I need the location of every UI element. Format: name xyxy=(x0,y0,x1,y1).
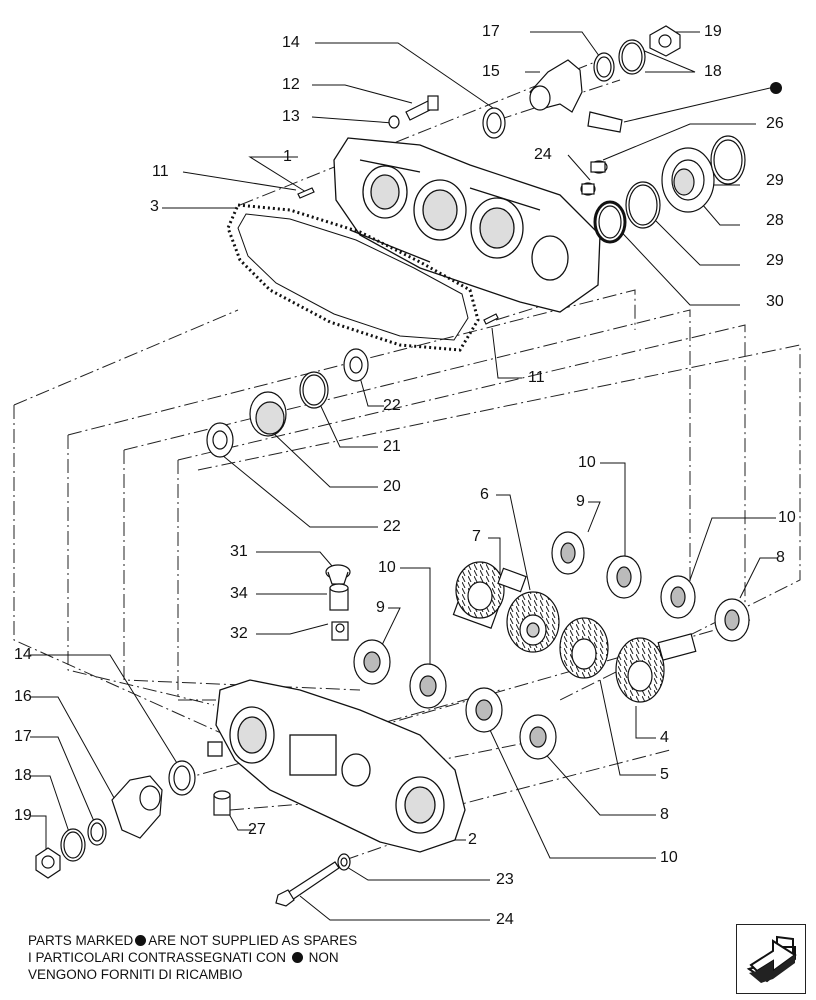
note-line1-end: ARE NOT SUPPLIED AS SPARES xyxy=(148,933,358,948)
spares-note: PARTS MARKED ARE NOT SUPPLIED AS SPARES I… xyxy=(28,932,357,983)
note-line2-start: I PARTICOLARI CONTRASSEGNATI CON xyxy=(28,950,287,965)
note-line2-end: NON xyxy=(308,950,339,965)
callout-29-bottom: 29 xyxy=(766,252,784,269)
callout-2: 2 xyxy=(468,831,477,848)
lower-housing xyxy=(207,679,466,853)
seals-and-rings xyxy=(35,25,746,907)
note-line3: VENGONO FORNITI DI RICAMBIO xyxy=(28,967,243,982)
callout-11-top: 11 xyxy=(152,163,169,180)
callout-9-upper: 9 xyxy=(576,493,585,510)
callout-6: 6 xyxy=(480,486,489,503)
callout-22-top: 22 xyxy=(383,397,401,414)
callout-5: 5 xyxy=(660,766,669,783)
callout-10-mid: 10 xyxy=(378,559,396,576)
filled-dot-icon xyxy=(135,935,147,946)
callout-9-lower: 9 xyxy=(376,599,385,616)
callout-13: 13 xyxy=(282,108,300,125)
leader-lines xyxy=(30,31,778,921)
next-page-button[interactable] xyxy=(736,924,806,994)
callout-27: 27 xyxy=(248,821,266,838)
callout-1: 1 xyxy=(283,148,292,165)
gasket xyxy=(226,203,480,352)
callout-18-top: 18 xyxy=(704,63,722,80)
callout-23: 23 xyxy=(496,871,514,888)
callout-20: 20 xyxy=(383,478,401,495)
filled-dot-icon xyxy=(291,952,303,963)
callout-14-top: 14 xyxy=(282,34,300,51)
callout-28: 28 xyxy=(766,212,784,229)
callout-29-top: 29 xyxy=(766,172,784,189)
callout-11-mid: 11 xyxy=(528,369,545,386)
callout-30: 30 xyxy=(766,293,784,310)
note-line1-start: PARTS MARKED xyxy=(28,933,134,948)
callout-24-bottom: 24 xyxy=(496,911,514,928)
callout-8-top: 8 xyxy=(776,549,785,566)
callout-10-right: 10 xyxy=(778,509,796,526)
upper-housing xyxy=(333,137,601,313)
callout-7: 7 xyxy=(472,528,481,545)
callout-31: 31 xyxy=(230,543,248,560)
gears xyxy=(452,561,697,703)
callout-3: 3 xyxy=(150,198,159,215)
callout-15: 15 xyxy=(482,63,500,80)
callout-17-left: 17 xyxy=(14,728,32,745)
next-page-arrow-icon xyxy=(746,935,797,983)
callout-10-bottom: 10 xyxy=(660,849,678,866)
callout-22-bottom: 22 xyxy=(383,518,401,535)
callout-21: 21 xyxy=(383,438,401,455)
callout-26: 26 xyxy=(766,115,784,132)
callout-8-bottom: 8 xyxy=(660,806,669,823)
bearings xyxy=(353,531,750,760)
callout-24-top: 24 xyxy=(534,146,552,163)
callout-16: 16 xyxy=(14,688,32,705)
callout-32: 32 xyxy=(230,625,248,642)
callout-12: 12 xyxy=(282,76,300,93)
filled-dot-icon xyxy=(770,82,782,94)
callout-19-left: 19 xyxy=(14,807,32,824)
callout-34: 34 xyxy=(230,585,248,602)
callout-17-top: 17 xyxy=(482,23,500,40)
callout-14-left: 14 xyxy=(14,646,32,663)
callout-4: 4 xyxy=(660,729,669,746)
callout-10-upper: 10 xyxy=(578,454,596,471)
callout-19-top: 19 xyxy=(704,23,722,40)
callout-18-left: 18 xyxy=(14,767,32,784)
